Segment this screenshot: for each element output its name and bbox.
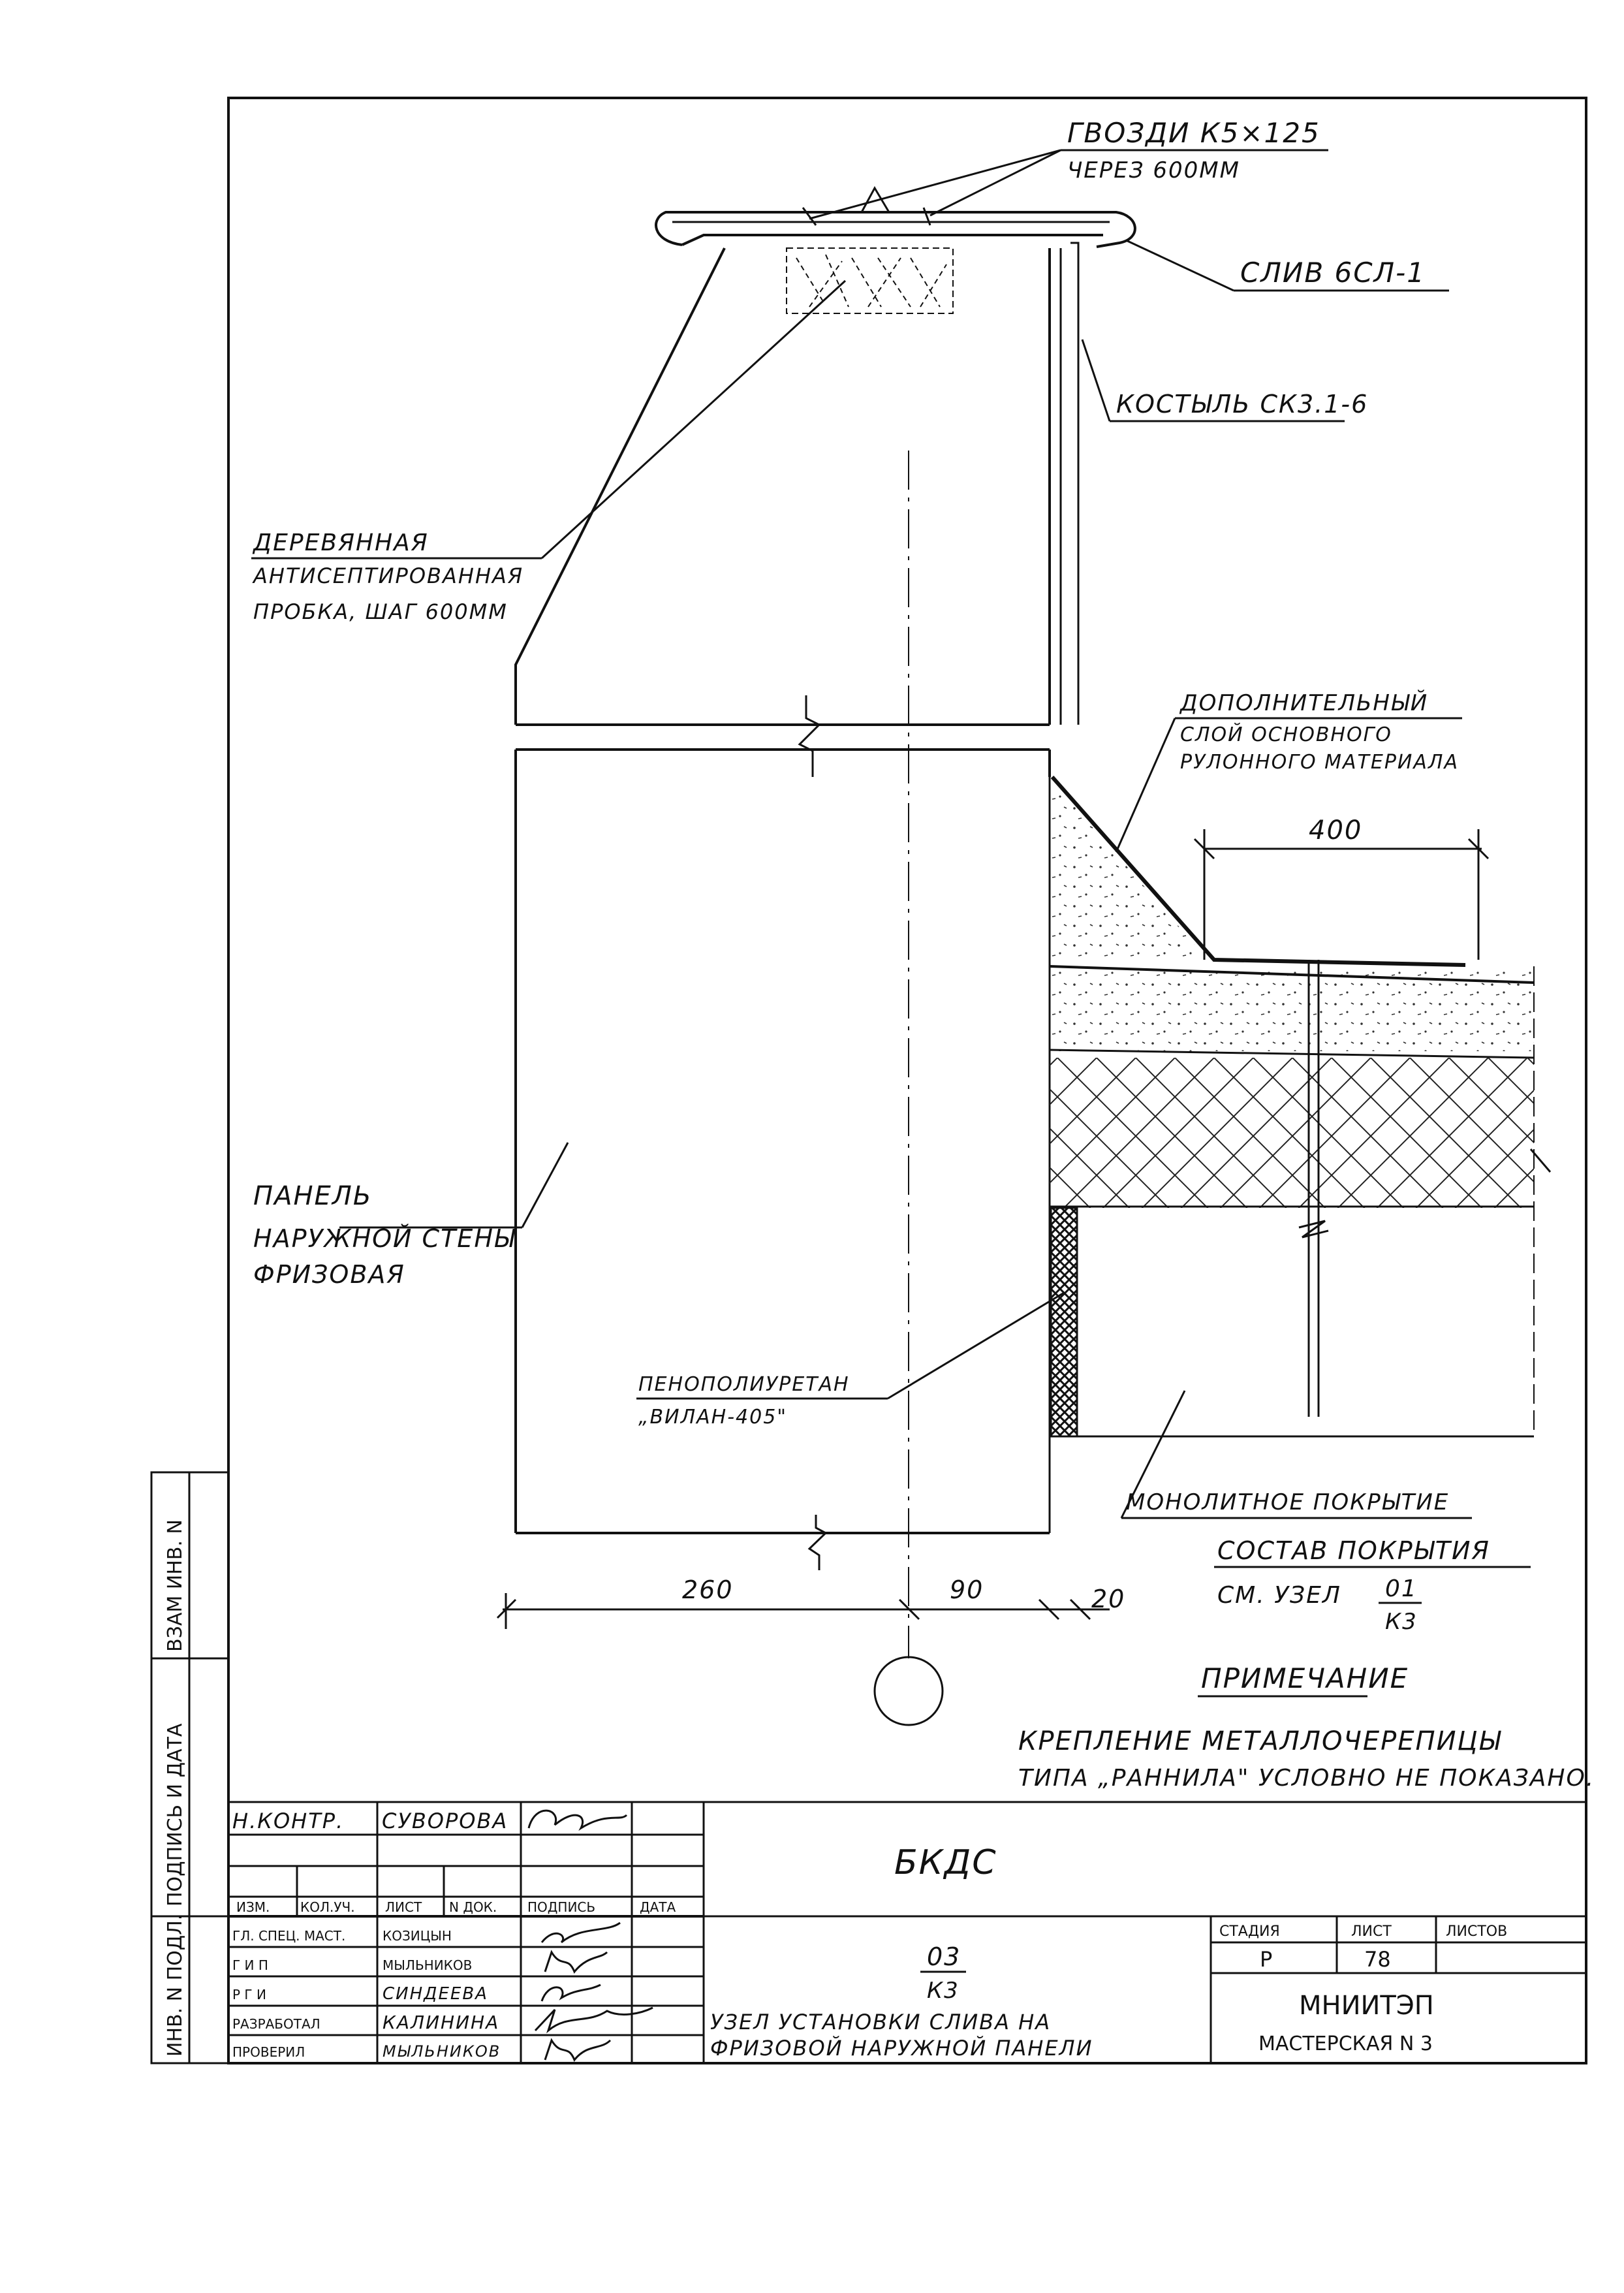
flashing-cap <box>655 185 1136 248</box>
label-composition-2: СМ. УЗЕЛ <box>1217 1582 1341 1609</box>
signature-kalinina <box>534 2006 653 2034</box>
sheet-code-num: 03 <box>927 1942 961 1971</box>
staff-name-4: КАЛИНИНА <box>383 2012 499 2033</box>
note-block: ПРИМЕЧАНИЕ КРЕПЛЕНИЕ МЕТАЛЛОЧЕРЕПИЦЫ ТИП… <box>1018 1662 1595 1792</box>
label-composition-1: СОСТАВ ПОКРЫТИЯ <box>1217 1536 1490 1565</box>
roof-layers <box>1049 776 1552 1438</box>
label-monolith: МОНОЛИТНОЕ ПОКРЫТИЕ <box>1126 1489 1449 1515</box>
side-stamp-col3: ИНВ. N ПОДЛ. <box>164 1914 187 2057</box>
staff-name-3: СИНДЕЕВА <box>383 1984 488 2004</box>
label-wood-plug-1: ДЕРЕВЯННАЯ <box>252 530 429 556</box>
label-panel-3: ФРИЗОВАЯ <box>253 1260 405 1289</box>
header-col-data: ДАТА <box>640 1899 676 1915</box>
side-stamp <box>150 1471 230 2064</box>
note-title: ПРИМЕЧАНИЕ <box>1201 1662 1409 1694</box>
wooden-plug <box>786 247 954 314</box>
polyurethane-foam <box>1050 1207 1078 1438</box>
staff-name-1: КОЗИЦЫН <box>383 1928 452 1944</box>
label-nails-1: ГВОЗДИ К5×125 <box>1067 117 1320 149</box>
signature-kozitsyn <box>540 1921 621 1944</box>
drawing-labels: ГВОЗДИ К5×125 ЧЕРЕЗ 600ММ СЛИВ 6СЛ-1 КОС… <box>252 117 1490 1635</box>
signature-sindeeva <box>540 1984 601 2002</box>
signature-mylnikov-1 <box>544 1950 608 1974</box>
staff-role-3: Р Г И <box>232 1987 266 2002</box>
label-extra-layer-3: РУЛОННОГО МАТЕРИАЛА <box>1180 751 1459 774</box>
sheet-title-1: УЗЕЛ УСТАНОВКИ СЛИВА НА <box>710 2010 1051 2034</box>
project-code: БКДС <box>894 1843 997 1882</box>
stage-label: СТАДИЯ <box>1219 1923 1280 1940</box>
note-line-1: КРЕПЛЕНИЕ МЕТАЛЛОЧЕРЕПИЦЫ <box>1018 1726 1502 1756</box>
label-composition-ref-num: 01 <box>1385 1575 1418 1602</box>
header-col-izm: ИЗМ. <box>236 1899 270 1915</box>
dimension-lines <box>496 829 1490 1629</box>
break-mark-lower <box>807 1515 828 1570</box>
sheets-label: ЛИСТОВ <box>1446 1923 1507 1940</box>
title-block-grid <box>227 1801 1587 2064</box>
dim-400: 400 <box>1309 815 1362 846</box>
workshop: МАСТЕРСКАЯ N 3 <box>1258 2032 1433 2055</box>
sheet-label: ЛИСТ <box>1351 1923 1392 1940</box>
dim-20: 20 <box>1091 1585 1125 1613</box>
label-foam-2: „ВИЛАН-405" <box>638 1406 787 1429</box>
break-mark-upper <box>798 695 821 777</box>
organization: МНИИТЭП <box>1299 1991 1434 2021</box>
sheet-title-2: ФРИЗОВОЙ НАРУЖНОЙ ПАНЕЛИ <box>710 2036 1093 2061</box>
side-stamp-col2: ПОДПИСЬ И ДАТА <box>164 1723 187 1906</box>
axis-marker-circle <box>873 1656 944 1726</box>
norm-control-name: СУВОРОВА <box>382 1809 508 1833</box>
staff-role-1: ГЛ. СПЕЦ. МАСТ. <box>232 1928 345 1944</box>
label-extra-layer-2: СЛОЙ ОСНОВНОГО <box>1180 723 1392 746</box>
sheet-code-den: К3 <box>927 1978 960 2004</box>
label-extra-layer-1: ДОПОЛНИТЕЛЬНЫЙ <box>1179 689 1428 716</box>
label-nails-2: ЧЕРЕЗ 600ММ <box>1067 157 1240 183</box>
header-col-list: ЛИСТ <box>385 1899 422 1915</box>
header-col-kolych: КОЛ.УЧ. <box>300 1899 355 1915</box>
label-panel-2: НАРУЖНОЙ СТЕНЫ <box>253 1224 516 1253</box>
dim-260: 260 <box>682 1575 734 1604</box>
dim-90: 90 <box>950 1575 984 1604</box>
header-col-ndok: N ДОК. <box>449 1899 497 1915</box>
staff-role-5: ПРОВЕРИЛ <box>232 2044 305 2060</box>
title-block-text: Н.КОНТР. СУВОРОВА ИЗМ. КОЛ.УЧ. ЛИСТ N ДО… <box>232 1809 1507 2062</box>
label-composition-ref-den: К3 <box>1385 1609 1418 1635</box>
label-foam-1: ПЕНОПОЛИУРЕТАН <box>638 1373 850 1396</box>
signature-suvorova <box>527 1809 628 1831</box>
sheet-value: 78 <box>1364 1947 1391 1972</box>
signature-mylnikov-2 <box>544 2038 612 2062</box>
note-line-2: ТИПА „РАННИЛА" УСЛОВНО НЕ ПОКАЗАНО. <box>1018 1765 1595 1792</box>
label-panel-1: ПАНЕЛЬ <box>253 1181 372 1211</box>
crutch-bracket <box>1070 242 1080 725</box>
leader-lines <box>251 149 1531 1568</box>
label-wood-plug-3: ПРОБКА, ШАГ 600ММ <box>253 599 508 624</box>
staff-name-5: МЫЛЬНИКОВ <box>383 2042 501 2061</box>
staff-role-4: РАЗРАБОТАЛ <box>232 2016 320 2032</box>
label-wood-plug-2: АНТИСЕПТИРОВАННАЯ <box>252 563 523 588</box>
stage-value: Р <box>1260 1947 1272 1972</box>
norm-control-role: Н.КОНТР. <box>232 1809 344 1833</box>
header-col-podpis: ПОДПИСЬ <box>527 1899 595 1915</box>
label-crutch: КОСТЫЛЬ СК3.1-6 <box>1116 390 1368 419</box>
label-flashing: СЛИВ 6СЛ-1 <box>1240 257 1426 289</box>
side-stamp-col1: ВЗАМ ИНВ. N <box>164 1519 187 1652</box>
staff-name-2: МЫЛЬНИКОВ <box>383 1957 472 1973</box>
wall-panel <box>514 247 1062 1534</box>
staff-role-2: Г И П <box>232 1957 268 1973</box>
